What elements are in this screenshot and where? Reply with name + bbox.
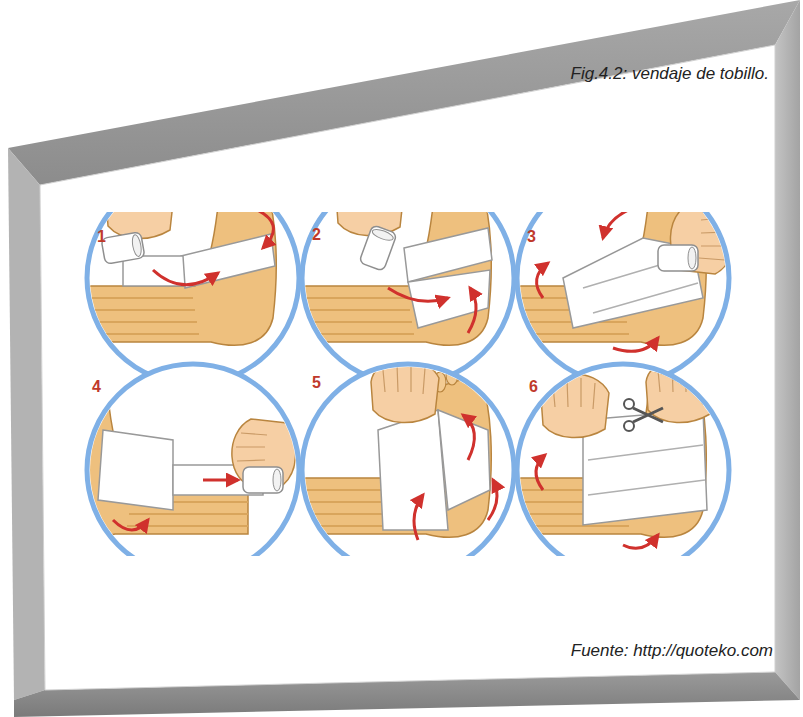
step-number: 4 — [92, 378, 101, 396]
frame-face — [40, 45, 775, 690]
frame-left — [8, 148, 45, 700]
step-number: 2 — [312, 226, 321, 244]
source-note: Fuente: http://quoteko.com — [571, 641, 773, 661]
step-number: 1 — [97, 228, 106, 246]
step-number: 6 — [529, 378, 538, 396]
figure-caption: Fig.4.2: vendaje de tobillo. — [571, 64, 769, 84]
step-number: 3 — [527, 228, 536, 246]
frame-right — [775, 0, 800, 700]
step-number: 5 — [312, 374, 321, 392]
